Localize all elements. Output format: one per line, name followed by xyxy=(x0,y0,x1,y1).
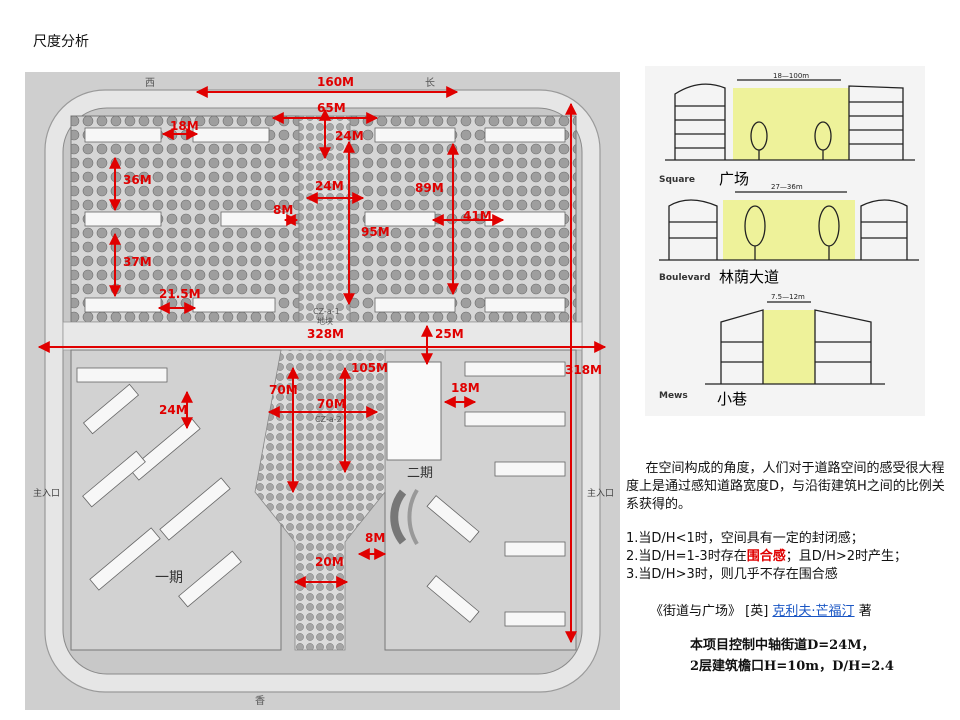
dim-label-160: 160M xyxy=(317,75,354,89)
square-label-en: Square xyxy=(659,175,695,185)
slide-title: 尺度分析 xyxy=(33,34,89,50)
conclusion-line-one: 本项目控制中轴街道D=24M， xyxy=(690,638,875,653)
dim-label-95: 95M xyxy=(361,225,390,239)
phase-two-label: 二期 xyxy=(407,466,433,481)
mews-label-en: Mews xyxy=(659,391,688,401)
entrance-west-label: 主入口 xyxy=(33,487,60,499)
buildings-se xyxy=(426,361,566,627)
rule-three: 3.当D/H>3时，则几乎不存在围合感 xyxy=(626,567,838,582)
boulevard-section: 27—36m Boulevard xyxy=(659,183,919,283)
plot-label-block: 地块 xyxy=(317,316,333,326)
citation-suffix: 著 xyxy=(854,604,872,619)
dim-label-24-north: 24M xyxy=(335,129,364,143)
square-dimension: 18—100m xyxy=(773,72,809,80)
explanation-paragraph: 在空间构成的角度，人们对于道路空间的感受很大程度上是通过感知道路宽度D，与沿街建… xyxy=(626,461,945,512)
dim-label-18-north: 18M xyxy=(170,119,199,133)
site-plan: 西 长 香 一期 二期 主入口 主入口 CZ-a-1 地块 CZ-a-2 xyxy=(25,72,620,710)
dim-label-105: 105M xyxy=(351,361,388,375)
dim-label-36: 36M xyxy=(123,173,152,187)
square-section: 18—100m Square xyxy=(659,72,915,185)
road-label-xiang: 香 xyxy=(255,695,265,707)
author-link[interactable]: 克利夫·芒福汀 xyxy=(772,604,855,619)
dimension-lines xyxy=(37,86,607,644)
dim-label-25: 25M xyxy=(435,327,464,341)
rule-two-highlight: 围合感 xyxy=(746,549,786,564)
dim-label-41: 41M xyxy=(463,209,492,223)
phase-one-label: 一期 xyxy=(155,570,183,586)
rule-two-end: ；且D/H>2时产生； xyxy=(785,549,908,564)
mews-dimension: 7.5—12m xyxy=(771,293,805,301)
arc-plaza xyxy=(390,489,407,545)
rule-two: 2.当D/H=1-3时存在围合感；且D/H>2时产生； xyxy=(626,548,907,565)
dim-label-8-north: 8M xyxy=(273,203,293,217)
plot-label-a1: CZ-a-1 xyxy=(313,307,340,316)
dim-label-21-5: 21.5M xyxy=(159,287,201,301)
dim-label-70-horizontal: 70M xyxy=(317,397,346,411)
road-label-west: 西 xyxy=(145,78,155,89)
commercial-building xyxy=(386,361,442,461)
plot-label-a2: CZ-a-2 xyxy=(315,415,342,424)
dim-label-24-west: 24M xyxy=(159,403,188,417)
citation-book: 《街道与广场》 [英] xyxy=(650,604,773,619)
dim-label-20: 20M xyxy=(315,555,344,569)
citation: 《街道与广场》 [英] 克利夫·芒福汀 著 xyxy=(650,600,872,619)
road-label-chang: 长 xyxy=(425,77,435,89)
section-sketches: 18—100m Square 广场 27—36m Boulevard 林荫大道 xyxy=(645,66,925,416)
dim-label-89: 89M xyxy=(415,181,444,195)
mews-section: 7.5—12m Mews xyxy=(659,293,885,401)
dim-label-18-east: 18M xyxy=(451,381,480,395)
entrance-east-label: 主入口 xyxy=(587,487,614,499)
block-sw xyxy=(70,349,282,651)
buildings-ne xyxy=(364,127,566,313)
conclusion-line-two: 2层建筑檐口H=10m，D/H=2.4 xyxy=(690,659,894,674)
boulevard-label-zh: 林荫大道 xyxy=(719,268,779,286)
boulevard-dimension: 27—36m xyxy=(771,183,803,191)
dim-label-65: 65M xyxy=(317,101,346,115)
rule-two-start: 2.当D/H=1-3时存在 xyxy=(626,549,747,564)
dim-label-37: 37M xyxy=(123,255,152,269)
dim-label-24-boulevard: 24M xyxy=(315,179,344,193)
dim-label-70-vertical: 70M xyxy=(269,383,298,397)
boulevard-label-en: Boulevard xyxy=(659,273,710,283)
square-label-zh: 广场 xyxy=(719,170,749,188)
rule-one: 1.当D/H<1时，空间具有一定的封闭感； xyxy=(626,531,864,546)
dim-label-328: 328M xyxy=(307,327,344,341)
dim-label-318: 318M xyxy=(565,363,602,377)
dim-label-8-south: 8M xyxy=(365,531,385,545)
buildings-sw xyxy=(76,367,242,608)
mews-label-zh: 小巷 xyxy=(717,390,747,408)
